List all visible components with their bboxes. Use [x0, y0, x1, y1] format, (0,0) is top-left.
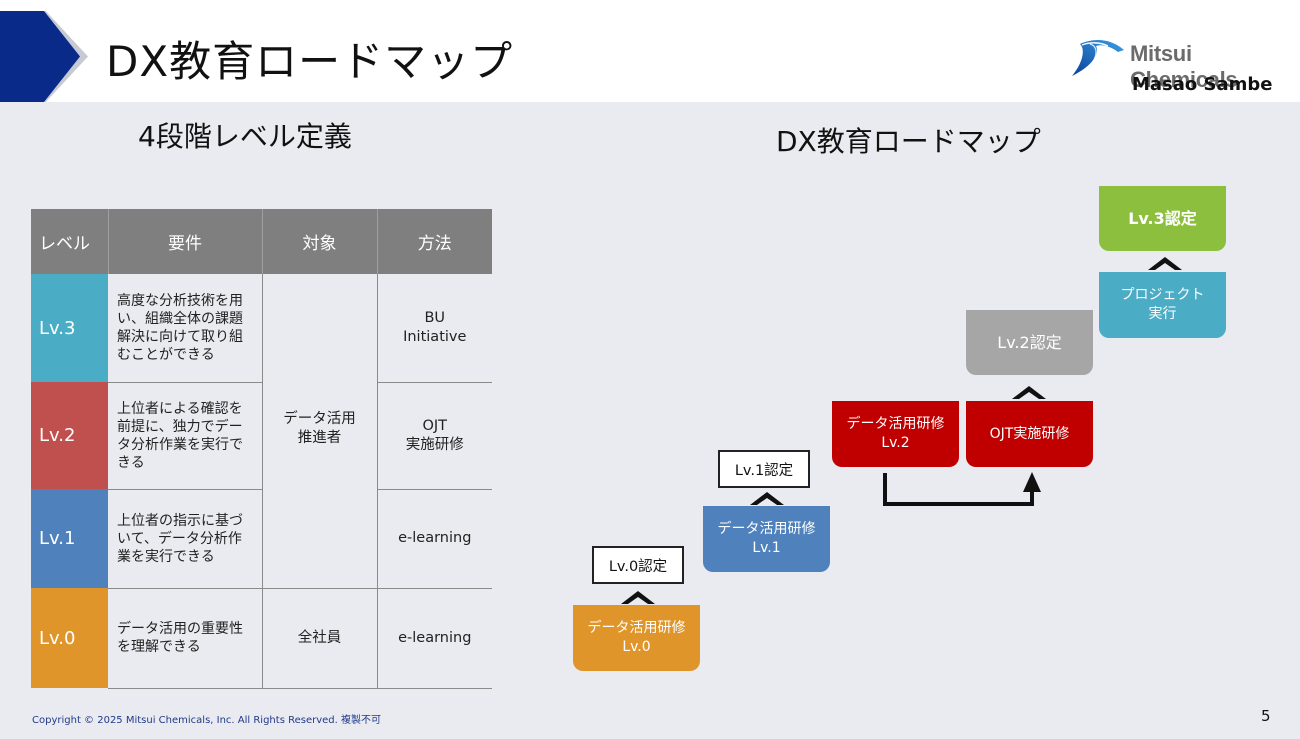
header-requirement: 要件: [108, 209, 263, 274]
table-row-lv2: Lv.2 上位者による確認を前提に、独力でデータ分析作業を実行できる OJT 実…: [31, 382, 492, 490]
level-cell: Lv.0: [31, 588, 108, 688]
company-logo: Mitsui Chemicals Masao Sambe: [1068, 36, 1288, 100]
lv2-training-box: データ活用研修 Lv.2: [832, 401, 959, 467]
arrow-up-icon: [1148, 257, 1182, 270]
requirement-cell: 上位者による確認を前提に、独力でデータ分析作業を実行できる: [108, 382, 263, 490]
lv3-cert-box: Lv.3認定: [1099, 186, 1226, 251]
requirement-cell: データ活用の重要性を理解できる: [108, 588, 263, 689]
table-row-lv0: Lv.0 データ活用の重要性を理解できる 全社員 e-learning: [31, 588, 492, 689]
copyright-notice: Copyright © 2025 Mitsui Chemicals, Inc. …: [32, 715, 381, 726]
mitsui-wave-logo-icon: [1072, 40, 1124, 76]
table-row-lv1: Lv.1 上位者の指示に基づいて、データ分析作業を実行できる e-learnin…: [31, 489, 492, 589]
page-title: DX教育ロードマップ: [106, 37, 514, 86]
level-cell: Lv.2: [31, 382, 108, 489]
method-cell: BU Initiative: [377, 274, 492, 383]
level-cell: Lv.1: [31, 489, 108, 588]
table-header-row: レベル 要件 対象 方法: [31, 209, 492, 274]
target-cell-merged: データ活用 推進者: [262, 274, 378, 589]
arrow-up-icon: [1012, 386, 1046, 399]
lv1-cert-box: Lv.1認定: [718, 450, 810, 488]
header-chevron: [0, 11, 80, 102]
company-name: Mitsui Chemicals: [1130, 41, 1238, 92]
header-level: レベル: [31, 209, 109, 274]
ojt-training-box: OJT実施研修: [966, 401, 1093, 467]
header-target: 対象: [262, 209, 378, 274]
page-number: 5: [1261, 707, 1271, 725]
level-definition-title: 4段階レベル定義: [138, 120, 352, 153]
method-cell: OJT 実施研修: [377, 382, 492, 490]
method-cell: e-learning: [377, 489, 492, 589]
lv2-to-ojt-connector-arrow: [883, 472, 1041, 506]
lv0-cert-box: Lv.0認定: [592, 546, 684, 584]
table-row-lv3: Lv.3 高度な分析技術を用い、組織全体の課題解決に向けて取り組むことができる …: [31, 274, 492, 589]
lv1-training-box: データ活用研修 Lv.1: [703, 506, 830, 572]
level-cell: Lv.3: [31, 274, 108, 382]
lv0-training-box: データ活用研修 Lv.0: [573, 605, 700, 671]
lv2-cert-box: Lv.2認定: [966, 310, 1093, 375]
project-execution-box: プロジェクト 実行: [1099, 272, 1226, 338]
arrow-up-icon: [621, 591, 655, 604]
roadmap-title: DX教育ロードマップ: [776, 125, 1041, 158]
header-bar: DX教育ロードマップ Mitsui Chemicals Masao Sambe: [0, 0, 1300, 102]
header-method: 方法: [377, 209, 492, 274]
level-definition-table: レベル 要件 対象 方法 Lv.3 高度な分析技術を用い、組織全体の課題解決に向…: [31, 209, 492, 689]
arrow-up-icon: [750, 492, 784, 505]
method-cell: e-learning: [377, 588, 492, 689]
requirement-cell: 上位者の指示に基づいて、データ分析作業を実行できる: [108, 489, 263, 589]
requirement-cell: 高度な分析技術を用い、組織全体の課題解決に向けて取り組むことができる: [108, 274, 263, 383]
target-cell: 全社員: [262, 588, 378, 689]
author-name: Masao Sambe: [1132, 74, 1273, 95]
